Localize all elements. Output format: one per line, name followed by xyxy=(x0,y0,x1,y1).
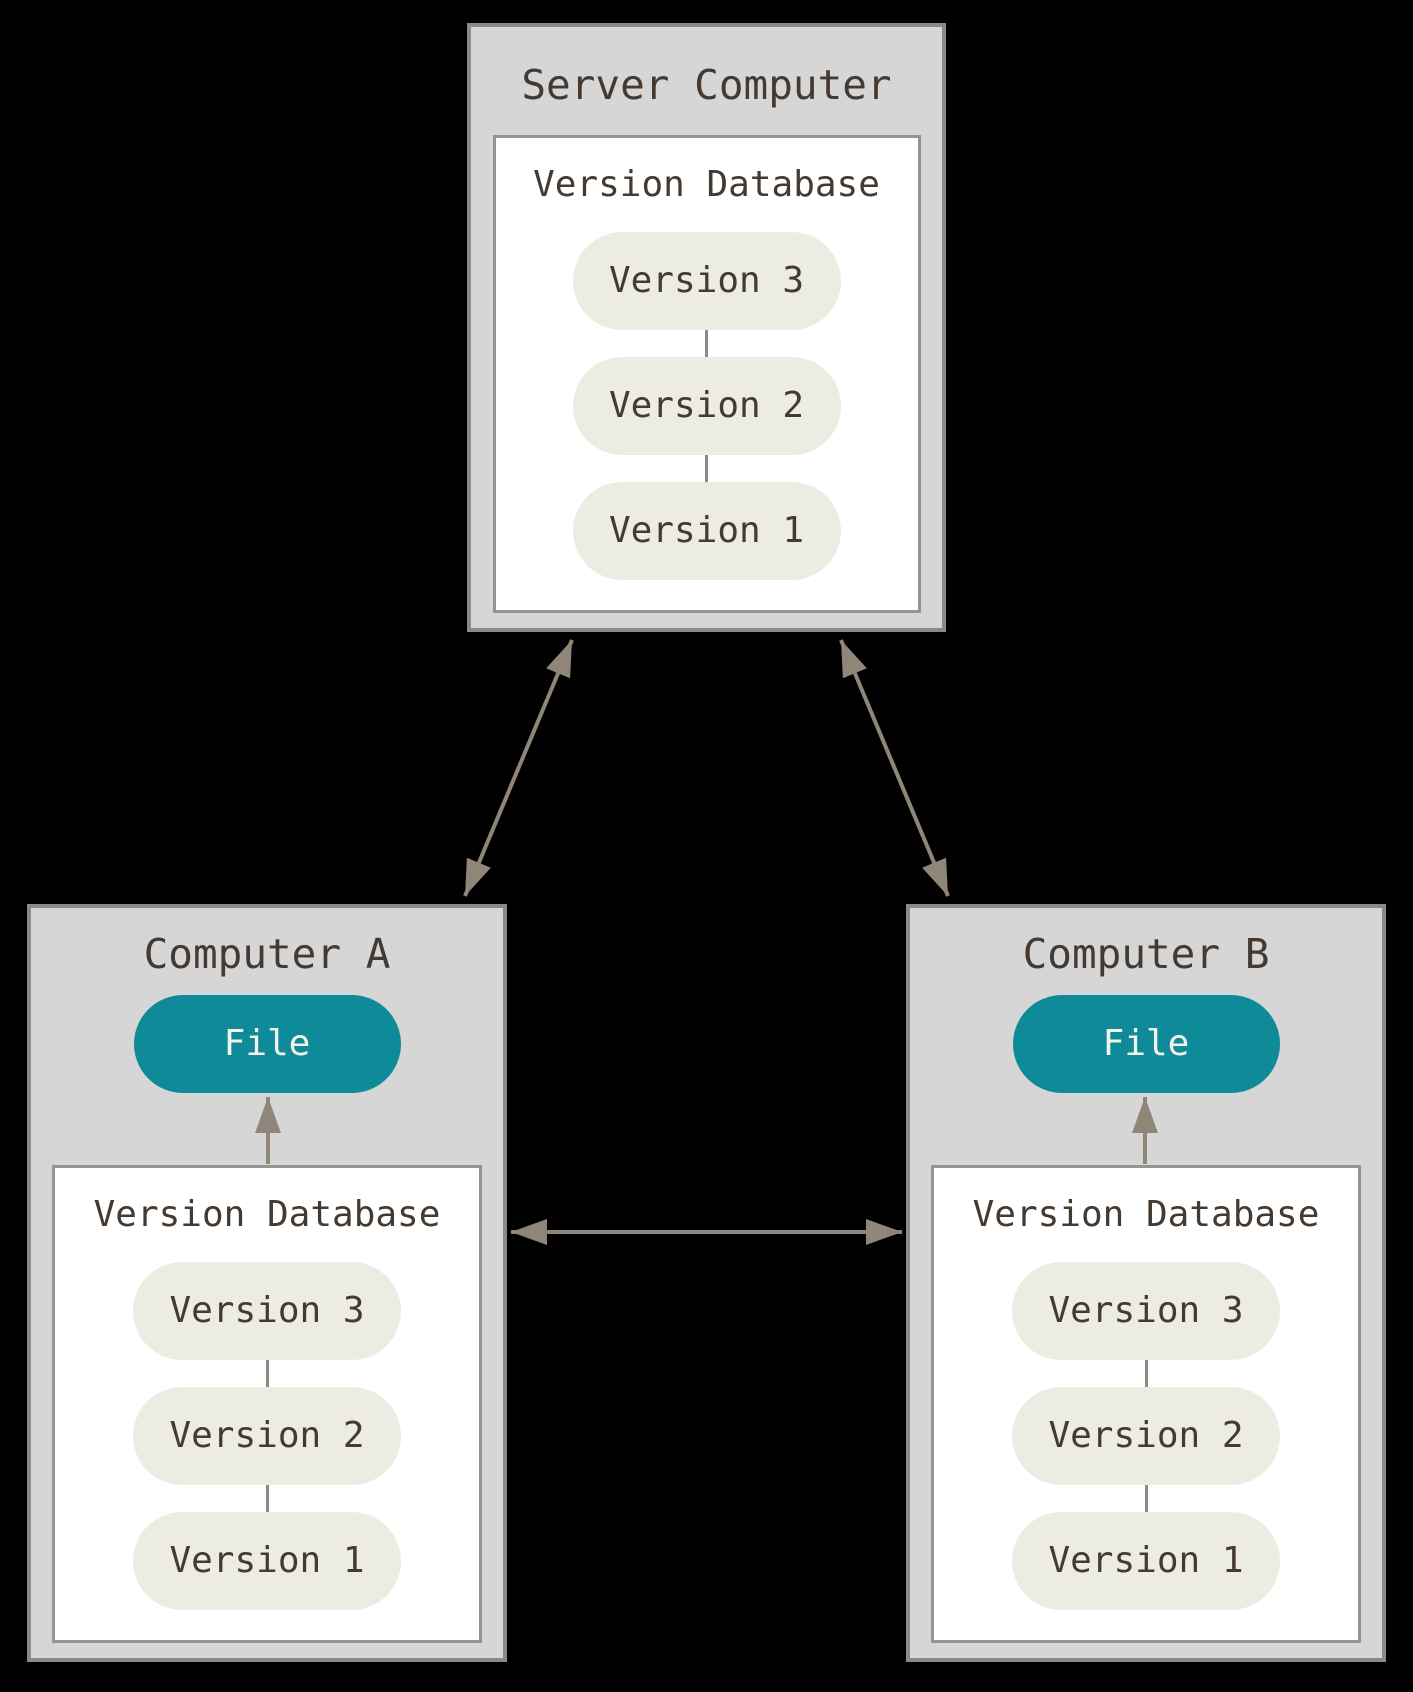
version-pill-stack: Version 3 Version 2 Version 1 xyxy=(496,232,918,580)
version-pill: Version 2 xyxy=(1012,1387,1280,1485)
version-connector xyxy=(265,1360,269,1387)
version-pill: Version 3 xyxy=(1012,1262,1280,1360)
computer-a-version-database-box: Version Database Version 3 Version 2 Ver… xyxy=(52,1165,482,1643)
version-pill-stack: Version 3 Version 2 Version 1 xyxy=(934,1262,1358,1610)
version-connector xyxy=(705,455,708,482)
version-connector xyxy=(1144,1485,1148,1512)
version-pill: Version 1 xyxy=(572,482,841,580)
version-connector xyxy=(265,1485,269,1512)
version-connector xyxy=(705,330,708,357)
computer-a-title: Computer A xyxy=(143,930,391,978)
computer-a-file-pill: File xyxy=(133,995,401,1093)
server-computer-title: Server Computer xyxy=(521,61,892,109)
version-pill: Version 1 xyxy=(133,1512,401,1610)
version-pill: Version 2 xyxy=(133,1387,401,1485)
computer-a-box: Computer A File Version Database Version… xyxy=(27,904,507,1662)
version-pill: Version 3 xyxy=(572,232,841,330)
arrow-server-computer-a xyxy=(463,639,574,897)
version-pill-stack: Version 3 Version 2 Version 1 xyxy=(55,1262,479,1610)
computer-b-version-database-box: Version Database Version 3 Version 2 Ver… xyxy=(931,1165,1361,1643)
version-database-label: Version Database xyxy=(972,1194,1320,1235)
version-database-label: Version Database xyxy=(93,1194,441,1235)
server-version-database-box: Version Database Version 3 Version 2 Ver… xyxy=(492,135,921,613)
version-database-label: Version Database xyxy=(533,164,880,205)
version-pill: Version 2 xyxy=(572,357,841,455)
arrow-server-computer-b xyxy=(839,639,950,897)
version-pill: Version 1 xyxy=(1012,1512,1280,1610)
version-connector xyxy=(1144,1360,1148,1387)
computer-b-box: Computer B File Version Database Version… xyxy=(906,904,1386,1662)
version-pill: Version 3 xyxy=(133,1262,401,1360)
server-computer-box: Server Computer Version Database Version… xyxy=(467,23,946,632)
computer-b-file-pill: File xyxy=(1012,995,1280,1093)
computer-b-title: Computer B xyxy=(1022,930,1270,978)
